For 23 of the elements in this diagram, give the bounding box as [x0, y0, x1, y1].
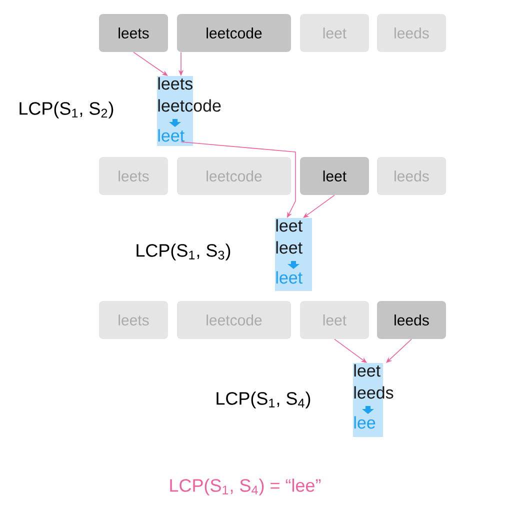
word-box: leets — [99, 14, 168, 52]
word-box: leetcode — [177, 14, 291, 52]
faded-word-box: leeds — [377, 157, 446, 195]
faded-word-box: leet — [300, 14, 369, 52]
arrow — [303, 194, 335, 218]
word-box: leet — [300, 157, 369, 195]
prefix-stack: leet leeds lee — [353, 363, 394, 437]
lcp-label: LCP(S$_{1}$, S$_{3}$) — [136, 244, 230, 260]
prefix-stack: leet leet leet — [275, 218, 312, 291]
faded-word-box: leetcode — [177, 157, 291, 195]
faded-word-box: leet — [300, 301, 369, 339]
arrow — [334, 338, 367, 363]
lcp-label: LCP(S$_{1}$, S$_{2}$) — [20, 102, 114, 118]
lcp-label: LCP(S$_{1}$, S$_{4}$) — [216, 392, 310, 408]
arrow — [386, 338, 412, 363]
arrow — [133, 52, 168, 76]
faded-word-box: leets — [99, 301, 168, 339]
faded-word-box: leets — [99, 157, 168, 195]
result-label: LCP(S$_{1}$, S$_{4}$) = “lee” — [170, 478, 321, 496]
faded-word-box: leeds — [377, 14, 446, 52]
prefix-stack: leets leetcode leet — [157, 76, 221, 146]
faded-word-box: leetcode — [177, 301, 291, 339]
word-box: leeds — [377, 301, 446, 339]
